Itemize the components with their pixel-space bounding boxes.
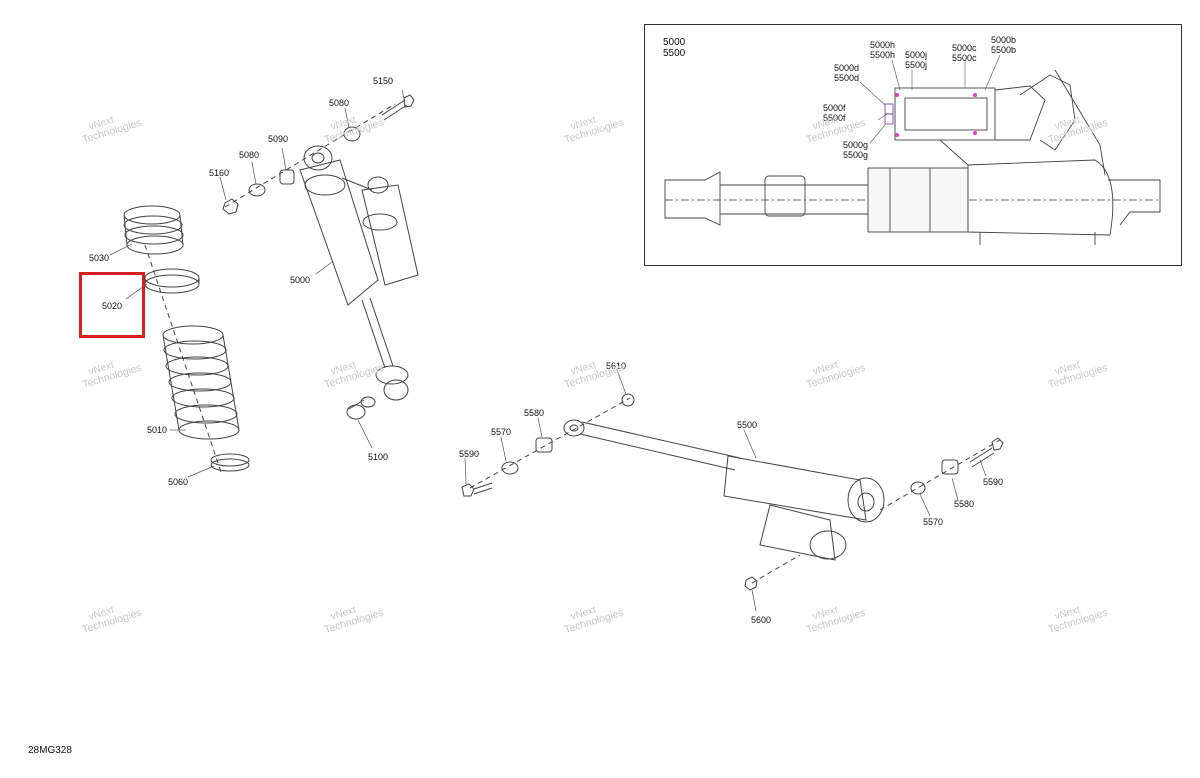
inset-title-line: 5500: [663, 48, 686, 59]
inset-label-b[interactable]: 5000b 5500b: [991, 35, 1016, 55]
callout-5160[interactable]: 5160: [209, 168, 230, 178]
callout-5600[interactable]: 5600: [751, 615, 772, 625]
callout-5090[interactable]: 5090: [268, 134, 289, 144]
inset-label-line: 5500f: [823, 113, 846, 123]
inset-label-h[interactable]: 5000h 5500h: [870, 40, 895, 60]
inset-label-line: 5500g: [843, 150, 869, 160]
callout-5610[interactable]: 5610: [606, 361, 627, 371]
inset-label-d[interactable]: 5000d 5500d: [834, 63, 859, 83]
inset-label-line: 5000j: [905, 50, 928, 60]
inset-label-line: 5000b: [991, 35, 1017, 45]
inset-label-c[interactable]: 5000c 5500c: [952, 43, 977, 63]
inset-label-line: 5000d: [834, 63, 860, 73]
callout-5100[interactable]: 5100: [368, 452, 389, 462]
inset-label-g[interactable]: 5000g 5500g: [843, 140, 868, 160]
inset-title-line: 5000: [663, 37, 686, 48]
callout-5570-left[interactable]: 5570: [491, 427, 512, 437]
spring-assembly-drawing: [123, 205, 250, 476]
inset-label-line: 5000g: [843, 140, 869, 150]
spring-retainer-5060-drawing: [210, 453, 250, 472]
callout-5590-right[interactable]: 5590: [983, 477, 1004, 487]
highlight-box-5020[interactable]: [79, 272, 145, 338]
callout-5590-left[interactable]: 5590: [459, 449, 480, 459]
lower-spring-5010-drawing: [162, 325, 240, 440]
inset-label-j[interactable]: 5000j 5500j: [905, 50, 927, 70]
callout-5080-top[interactable]: 5080: [329, 98, 350, 108]
callout-5080[interactable]: 5080: [239, 150, 260, 160]
detail-inset-frame: [644, 24, 1182, 266]
inset-label-line: 5500b: [991, 45, 1017, 55]
inset-label-line: 5000f: [823, 103, 846, 113]
callout-5500[interactable]: 5500: [737, 420, 758, 430]
inset-label-line: 5000c: [952, 43, 977, 53]
callout-5010[interactable]: 5010: [147, 425, 168, 435]
upper-spring-5030-drawing: [123, 205, 184, 255]
callout-5060[interactable]: 5060: [168, 477, 189, 487]
inset-label-line: 5500d: [834, 73, 860, 83]
callout-5000[interactable]: 5000: [290, 275, 311, 285]
callout-5030[interactable]: 5030: [89, 253, 110, 263]
inset-label-line: 5500h: [870, 50, 896, 60]
inset-label-f[interactable]: 5000f 5500f: [823, 103, 846, 123]
callout-5020[interactable]: 5020: [102, 301, 123, 311]
inset-label-line: 5000h: [870, 40, 896, 50]
callout-5580-right[interactable]: 5580: [954, 499, 975, 509]
rear-shock-5500-drawing: [461, 393, 1004, 591]
front-shock-5000-drawing: [222, 94, 419, 420]
document-code: 28MG328: [28, 745, 72, 756]
callout-5580-left[interactable]: 5580: [524, 408, 545, 418]
inset-label-line: 5500j: [905, 60, 928, 70]
callout-5570-right[interactable]: 5570: [923, 517, 944, 527]
callout-leaders: [109, 89, 987, 612]
spring-guide-5020-drawing: [144, 268, 200, 294]
callout-5150[interactable]: 5150: [373, 76, 394, 86]
inset-label-line: 5500c: [952, 53, 977, 63]
inset-section-drawing: [664, 54, 1161, 245]
inset-title: 5000 5500: [663, 37, 685, 59]
